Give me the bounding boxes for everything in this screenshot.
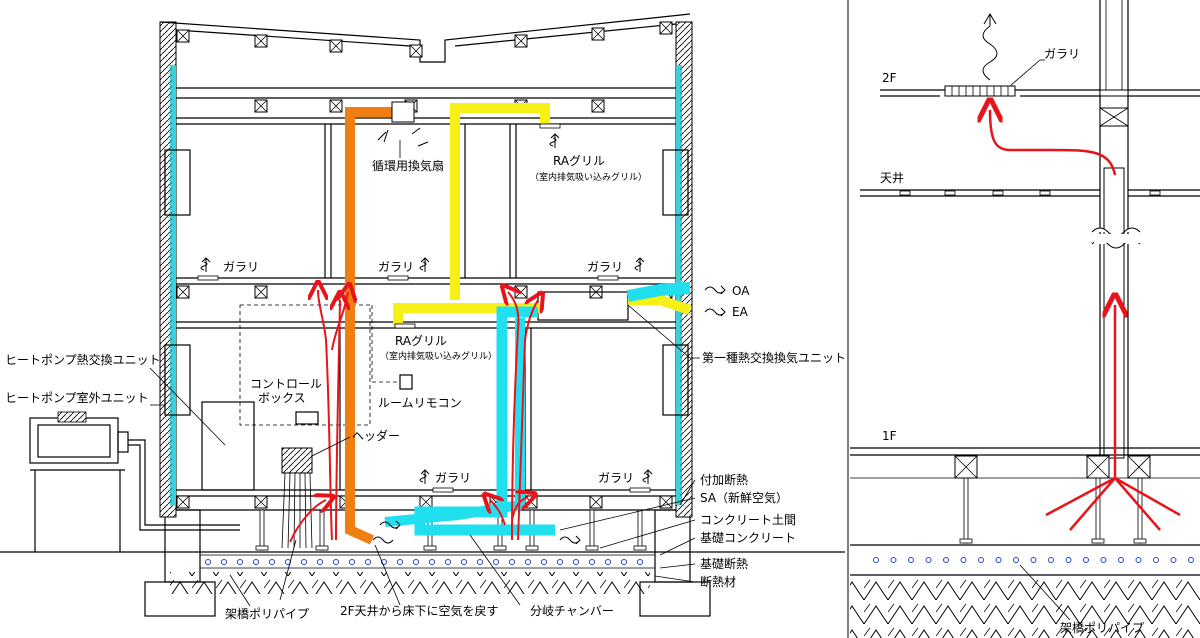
airflow-symbols — [200, 127, 726, 545]
detail-label-2f: 2F — [882, 71, 897, 85]
label-heat-pump-hx-unit: ヒートポンプ熱交換ユニット — [5, 352, 161, 367]
detail-ground-hatch — [850, 576, 1200, 638]
label-room-remote: ルームリモコン — [378, 396, 462, 410]
label-gallery-2: ガラリ — [378, 260, 414, 274]
label-branch-chamber: 分岐チャンバー — [530, 604, 614, 618]
label-ra-grille-upper-sub: （室内排気吸い込みグリル） — [530, 171, 647, 183]
detail-label-1f: 1F — [882, 429, 897, 443]
exhaust-duct — [450, 103, 550, 300]
label-ra-grille-upper: RAグリル — [553, 154, 605, 168]
main-section — [0, 13, 845, 617]
gallery-grills — [197, 123, 651, 493]
detail-heating-pipes — [873, 557, 1194, 563]
label-pex-pipe: 架橋ポリパイプ — [225, 607, 309, 621]
insulation-left — [170, 65, 176, 505]
label-ea: EA — [732, 305, 749, 319]
label-erv-unit: 第一種熱交換換気ユニット — [702, 350, 846, 365]
header-manifold — [281, 447, 313, 474]
label-gallery-1: ガラリ — [223, 260, 259, 274]
detail-supply-air — [990, 110, 1181, 531]
label-gallery-3: ガラリ — [587, 260, 623, 274]
label-header: ヘッダー — [352, 428, 400, 443]
main-labels: ヒートポンプ熱交換ユニット ヒートポンプ室外ユニット 循環用換気扇 RAグリル … — [5, 154, 846, 621]
heat-pump-outdoor-unit-shape — [29, 411, 240, 552]
label-foundation-insulation: 基礎断熱 — [700, 556, 748, 571]
leader-lines — [149, 140, 700, 607]
label-ra-grille-lower: RAグリル — [395, 334, 447, 348]
detail-section — [850, 0, 1200, 638]
supply-air-flow — [289, 290, 538, 543]
return-duct — [345, 107, 395, 545]
detail-label-ceiling: 天井 — [880, 171, 904, 185]
label-control-box-1: コントロール — [250, 377, 322, 391]
label-return-air: 2F天井から床下に空気を戻す — [340, 603, 499, 618]
detail-beams — [954, 455, 1151, 479]
label-gallery-4: ガラリ — [435, 471, 471, 485]
label-heat-pump-outdoor-unit: ヒートポンプ室外ユニット — [5, 390, 149, 405]
label-concrete-dirt-floor: コンクリート土間 — [700, 513, 796, 527]
label-ra-grille-lower-sub: （室内排気吸い込みグリル） — [380, 350, 497, 362]
fresh-air-duct — [626, 282, 691, 302]
label-circulation-fan: 循環用換気扇 — [372, 158, 444, 173]
ground-hatch — [170, 572, 650, 594]
heating-pipes — [205, 559, 643, 565]
label-insulation-material: 断熱材 — [700, 574, 736, 589]
label-sa: SA（新鮮空気） — [700, 490, 788, 505]
erv-unit-shape — [537, 291, 629, 321]
label-additional-insulation: 付加断熱 — [700, 472, 748, 487]
label-control-box-2: ボックス — [258, 391, 306, 405]
detail-label-gallery: ガラリ — [1044, 47, 1080, 61]
label-oa: OA — [732, 284, 750, 298]
detail-label-pex-pipe: 架橋ポリパイプ — [1060, 621, 1144, 635]
heat-pump-hx-unit-shape — [201, 401, 255, 491]
detail-labels: 2F ガラリ 天井 1F 架橋ポリパイプ — [880, 47, 1144, 635]
label-foundation-concrete: 基礎コンクリート — [700, 531, 796, 545]
label-gallery-5: ガラリ — [598, 471, 634, 485]
